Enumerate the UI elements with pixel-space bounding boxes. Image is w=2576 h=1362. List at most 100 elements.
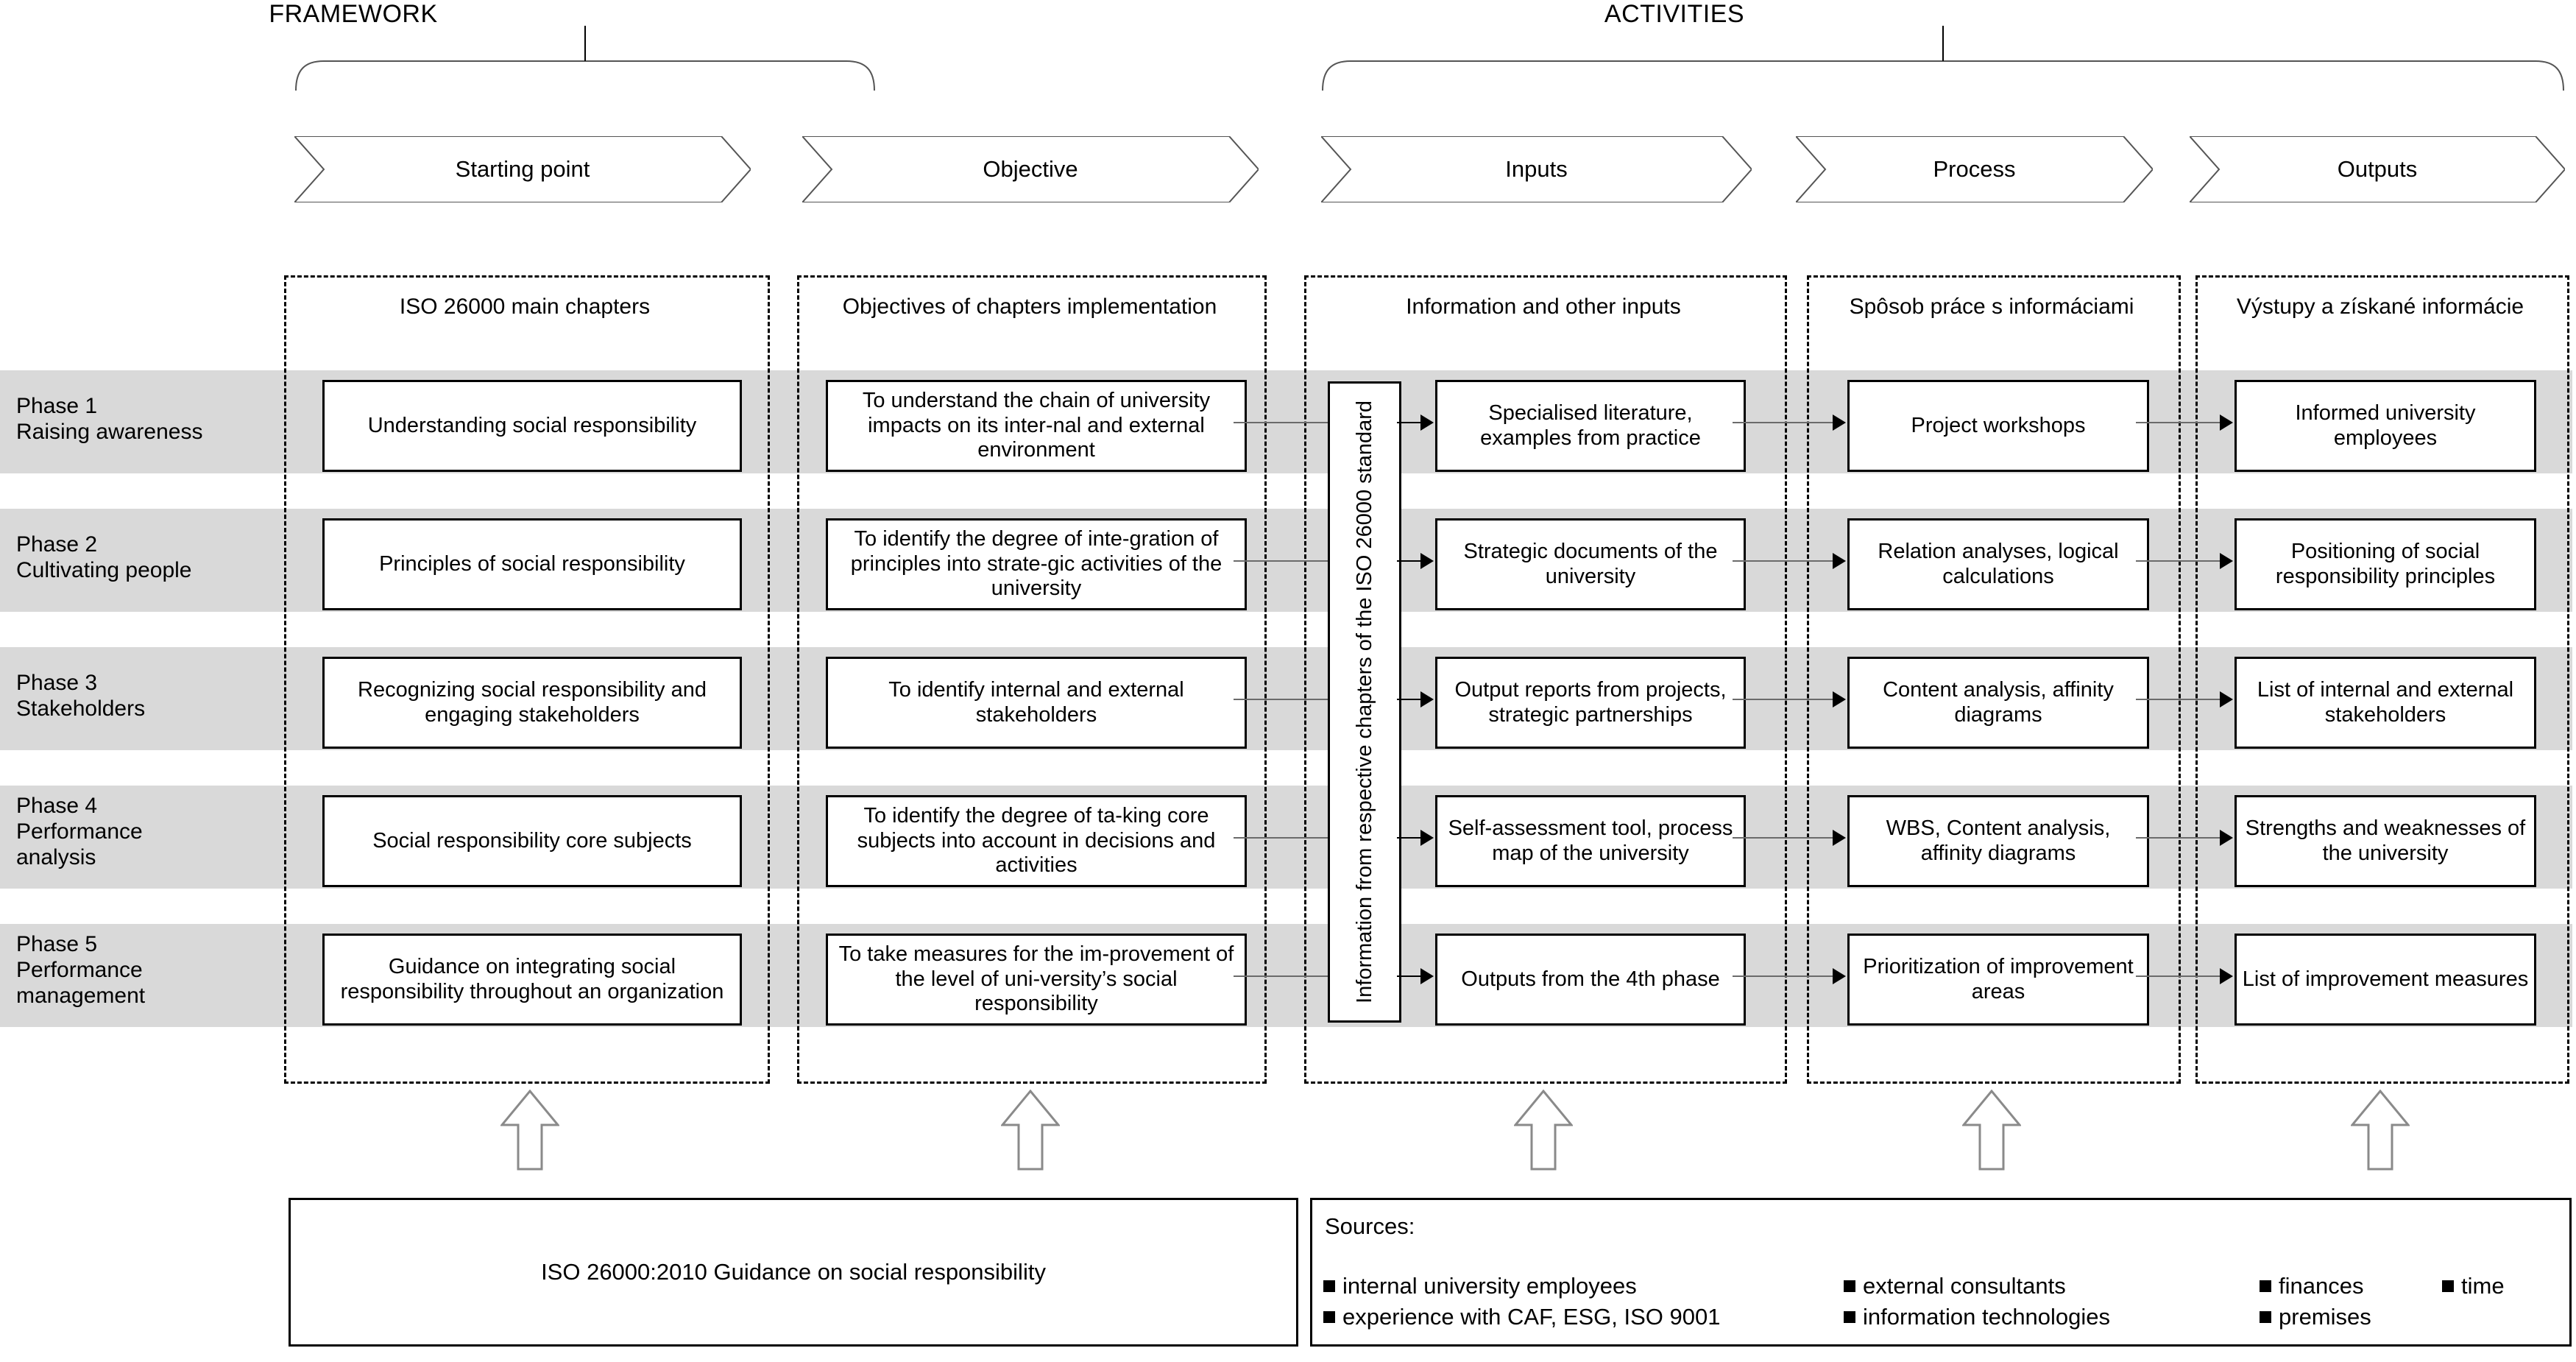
phase-number: Phase 1: [16, 394, 98, 418]
chevron-label: Inputs: [1505, 156, 1568, 182]
node-text: Recognizing social responsibility and en…: [358, 678, 707, 727]
column-box-objective: [797, 275, 1267, 1084]
output-node-2[interactable]: Positioning of social responsibility pri…: [2234, 518, 2536, 610]
process-node-1[interactable]: Project workshops: [1847, 380, 2149, 472]
connector-process-output-5: [2136, 975, 2221, 977]
arrowhead-process-output-5: [2220, 968, 2233, 984]
arrowhead-vert-input-2: [1420, 553, 1434, 569]
column-title-starting-point: ISO 26000 main chapters: [399, 294, 651, 319]
output-node-5[interactable]: List of improvement measures: [2234, 934, 2536, 1026]
column-box-inputs: [1304, 275, 1787, 1084]
arrowhead-input-process-5: [1833, 968, 1846, 984]
input-node-2[interactable]: Strategic documents of the university: [1435, 518, 1746, 610]
connector-input-process-1: [1733, 422, 1834, 423]
chevron-objective[interactable]: Objective: [802, 136, 1259, 202]
process-node-3[interactable]: Content analysis, affinity diagrams: [1847, 657, 2149, 749]
node-text: To identify internal and external stakeh…: [888, 678, 1184, 727]
node-text: Strengths and weaknesses of the universi…: [2245, 816, 2526, 865]
process-node-2[interactable]: Relation analyses, logical calculations: [1847, 518, 2149, 610]
node-text: Outputs from the 4th phase: [1461, 967, 1720, 991]
arrowhead-process-output-1: [2220, 414, 2233, 431]
chevron-outputs[interactable]: Outputs: [2190, 136, 2565, 202]
node-text: Guidance on integrating social responsib…: [340, 955, 724, 1003]
objective-node-2[interactable]: To identify the degree of inte-gration o…: [826, 518, 1247, 610]
objective-node-4[interactable]: To identify the degree of ta-king core s…: [826, 795, 1247, 887]
input-node-3[interactable]: Output reports from projects, strategic …: [1435, 657, 1746, 749]
column-title-objective: Objectives of chapters implementation: [842, 294, 1217, 319]
starting-point-node-5[interactable]: Guidance on integrating social responsib…: [322, 934, 742, 1026]
up-arrow-process: [1962, 1090, 2021, 1171]
phase-number: Phase 3: [16, 671, 98, 695]
arrowhead-input-process-2: [1833, 553, 1846, 569]
column-title-outputs: Výstupy a získané informácie: [2236, 294, 2524, 319]
connector-vert-input-3: [1397, 699, 1422, 700]
output-node-4[interactable]: Strengths and weaknesses of the universi…: [2234, 795, 2536, 887]
phase-label-3: Phase 3 Stakeholders: [16, 671, 274, 722]
objective-node-5[interactable]: To take measures for the im-provement of…: [826, 934, 1247, 1026]
output-node-3[interactable]: List of internal and external stakeholde…: [2234, 657, 2536, 749]
node-text: Understanding social responsibility: [367, 413, 697, 437]
chevron-label: Outputs: [2337, 156, 2418, 182]
square-bullet-icon: [1323, 1280, 1335, 1292]
phase-label-2: Phase 2 Cultivating people: [16, 532, 274, 584]
node-text: Output reports from projects, strategic …: [1454, 678, 1727, 727]
node-text: Self-assessment tool, process map of the…: [1448, 816, 1733, 865]
source-item-time: time: [2442, 1273, 2505, 1299]
arrowhead-process-output-4: [2220, 830, 2233, 846]
input-node-4[interactable]: Self-assessment tool, process map of the…: [1435, 795, 1746, 887]
phase-name: Stakeholders: [16, 696, 146, 721]
arrowhead-vert-input-5: [1420, 968, 1434, 984]
connector-vert-input-1: [1397, 422, 1422, 423]
node-text: Principles of social responsibility: [379, 551, 685, 576]
chevron-label: Starting point: [455, 156, 590, 182]
chevron-inputs[interactable]: Inputs: [1321, 136, 1752, 202]
source-label: internal university employees: [1342, 1273, 1637, 1299]
source-label: premises: [2279, 1304, 2371, 1330]
chevron-label: Process: [1933, 156, 2016, 182]
standard-reference-box[interactable]: ISO 26000:2010 Guidance on social respon…: [289, 1198, 1298, 1347]
arrowhead-input-process-4: [1833, 830, 1846, 846]
up-arrow-inputs: [1514, 1090, 1573, 1171]
square-bullet-icon: [1844, 1280, 1855, 1292]
connector-process-output-4: [2136, 837, 2221, 839]
node-text: Positioning of social responsibility pri…: [2275, 540, 2496, 588]
node-text: Project workshops: [1911, 413, 2086, 437]
phase-number: Phase 4: [16, 794, 98, 818]
node-text: Specialised literature, examples from pr…: [1480, 401, 1701, 450]
chevron-starting-point[interactable]: Starting point: [294, 136, 751, 202]
square-bullet-icon: [2260, 1311, 2271, 1323]
output-node-1[interactable]: Informed university employees: [2234, 380, 2536, 472]
bracket-framework: [295, 26, 875, 91]
process-node-4[interactable]: WBS, Content analysis, affinity diagrams: [1847, 795, 2149, 887]
phase-label-4: Phase 4 Performance analysis: [16, 794, 222, 870]
starting-point-node-2[interactable]: Principles of social responsibility: [322, 518, 742, 610]
column-title-process: Spôsob práce s informáciami: [1849, 294, 2134, 319]
node-text: Content analysis, affinity diagrams: [1883, 678, 2114, 727]
starting-point-node-4[interactable]: Social responsibility core subjects: [322, 795, 742, 887]
input-node-5[interactable]: Outputs from the 4th phase: [1435, 934, 1746, 1026]
input-node-1[interactable]: Specialised literature, examples from pr…: [1435, 380, 1746, 472]
phase-name: Performance analysis: [16, 819, 143, 869]
source-label: external consultants: [1863, 1273, 2066, 1299]
objective-node-3[interactable]: To identify internal and external stakeh…: [826, 657, 1247, 749]
node-text: List of improvement measures: [2242, 967, 2529, 991]
node-text: To identify the degree of inte-gration o…: [850, 527, 1222, 601]
connector-obj-vert-1: [1234, 422, 1328, 423]
node-text: List of internal and external stakeholde…: [2257, 678, 2514, 727]
column-box-starting-point: [284, 275, 770, 1084]
phase-label-1: Phase 1 Raising awareness: [16, 394, 274, 445]
starting-point-node-3[interactable]: Recognizing social responsibility and en…: [322, 657, 742, 749]
connector-process-output-2: [2136, 560, 2221, 562]
standard-reference-text: ISO 26000:2010 Guidance on social respon…: [541, 1259, 1046, 1285]
node-text: Strategic documents of the university: [1463, 540, 1718, 588]
starting-point-node-1[interactable]: Understanding social responsibility: [322, 380, 742, 472]
square-bullet-icon: [2260, 1280, 2271, 1292]
chevron-process[interactable]: Process: [1796, 136, 2153, 202]
process-node-5[interactable]: Prioritization of improvement areas: [1847, 934, 2149, 1026]
objective-node-1[interactable]: To understand the chain of university im…: [826, 380, 1247, 472]
connector-input-process-3: [1733, 699, 1834, 700]
connector-input-process-2: [1733, 560, 1834, 562]
vertical-input-box[interactable]: Information from respective chapters of …: [1328, 381, 1401, 1023]
square-bullet-icon: [2442, 1280, 2454, 1292]
connector-process-output-1: [2136, 422, 2221, 423]
